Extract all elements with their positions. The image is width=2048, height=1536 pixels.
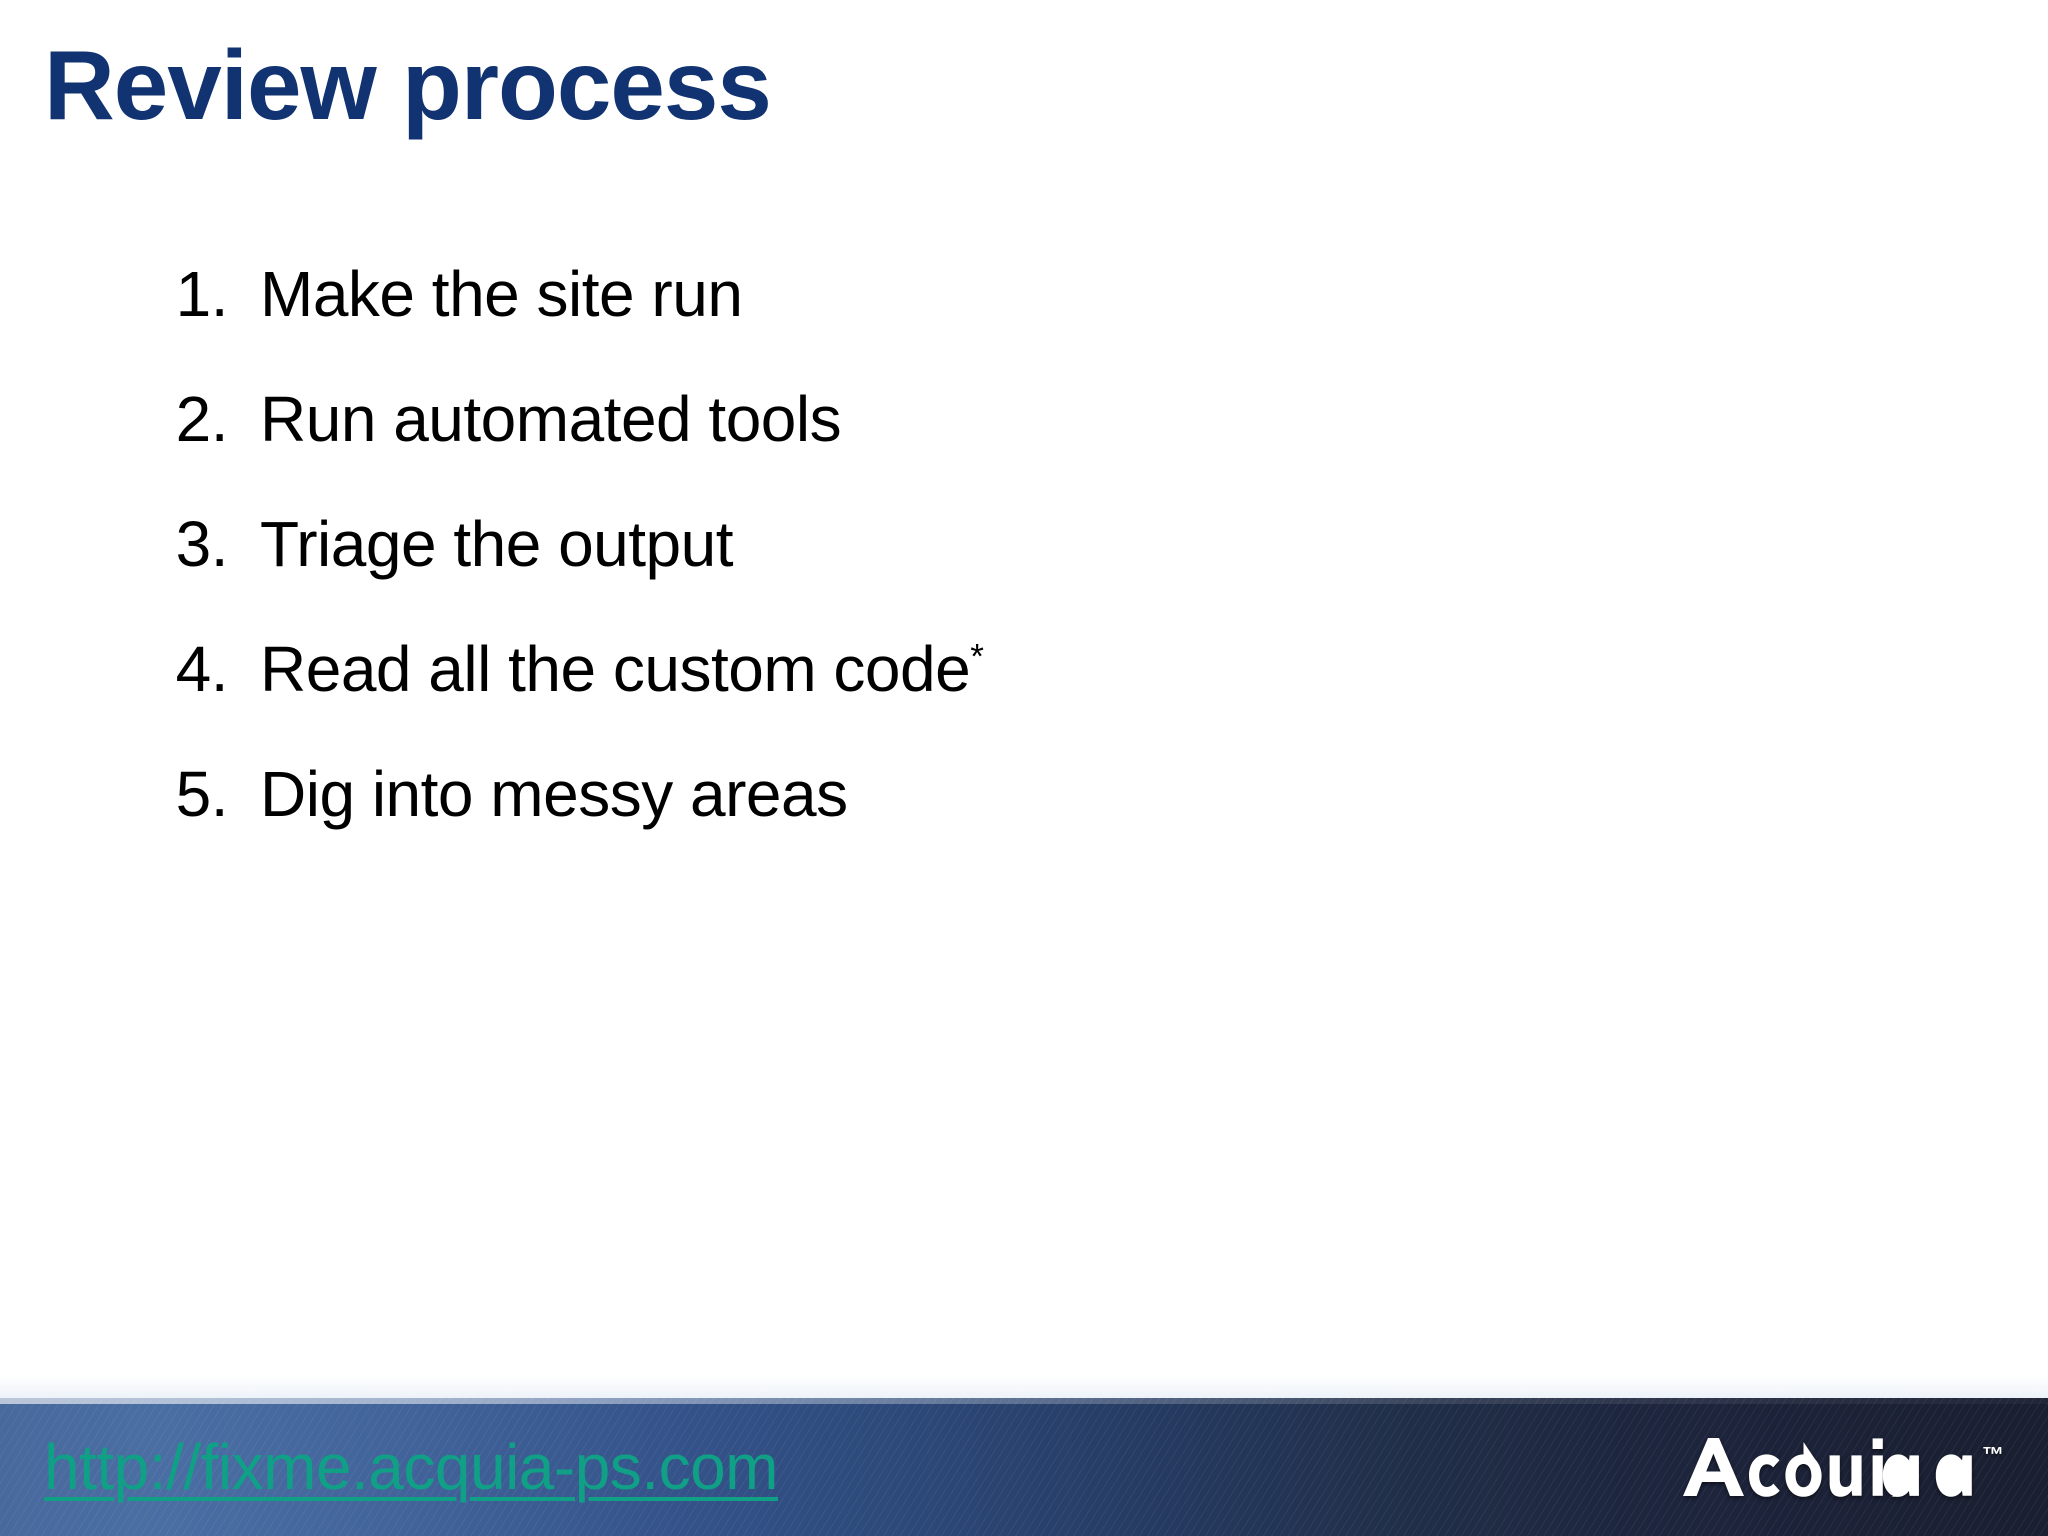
trademark-symbol: ™ (1982, 1442, 2004, 1467)
footer-glow (0, 1376, 2048, 1398)
list-item-label: Dig into messy areas (260, 732, 848, 857)
list-item: 5. Dig into messy areas (150, 732, 1850, 857)
list-item-number: 3. (175, 508, 229, 580)
list-item-footnote-marker: * (970, 637, 984, 677)
list-item-number: 1. (175, 258, 229, 330)
list-item-label: Triage the output (260, 482, 734, 607)
list-item-label: Read all the custom code* (260, 607, 984, 732)
footer-bar: http://fixme.acquia-ps.com (0, 1398, 2048, 1536)
list-item: 3. Triage the output (150, 482, 1850, 607)
list-item-label: Make the site run (260, 232, 743, 357)
footer-top-edge-highlight (0, 1398, 2048, 1404)
page-title: Review process (44, 30, 772, 140)
list-item-number: 5. (175, 758, 229, 830)
list-item: 4. Read all the custom code* (150, 607, 1850, 732)
list-item-text: Read all the custom code (260, 633, 971, 705)
list-item-text: Dig into messy areas (260, 758, 848, 830)
review-process-list: 1. Make the site run 2. Run automated to… (150, 232, 1850, 857)
list-item-number: 4. (175, 633, 229, 705)
list-item: 2. Run automated tools (150, 357, 1850, 482)
list-item-text: Run automated tools (260, 383, 842, 455)
acquia-wordmark-icon (1683, 1438, 1972, 1497)
list-item-text: Make the site run (260, 258, 743, 330)
acquia-logo: ™ (1678, 1436, 2004, 1498)
list-item-label: Run automated tools (260, 357, 842, 482)
footer-url-link[interactable]: http://fixme.acquia-ps.com (44, 1431, 778, 1503)
list-item-text: Triage the output (260, 508, 734, 580)
list-item: 1. Make the site run (150, 232, 1850, 357)
list-item-number: 2. (175, 383, 229, 455)
